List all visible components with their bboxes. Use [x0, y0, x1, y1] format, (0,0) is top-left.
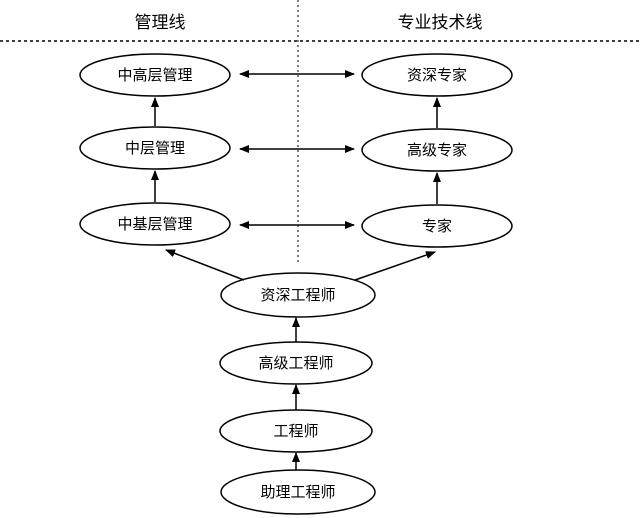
node-tech-expert: 专家: [361, 204, 513, 248]
node-eng-assistant: 助理工程师: [220, 469, 376, 515]
node-tech-senior-label: 资深专家: [407, 66, 467, 84]
node-mgmt-middle-label: 中层管理: [125, 139, 185, 157]
header-management-line: 管理线: [135, 13, 186, 33]
node-mgmt-senior-label: 中高层管理: [117, 66, 192, 84]
node-eng-high-label: 高级工程师: [258, 354, 333, 372]
header-technical-line: 专业技术线: [398, 13, 483, 33]
node-mgmt-junior: 中基层管理: [79, 202, 231, 246]
node-tech-high-label: 高级专家: [407, 141, 467, 159]
node-eng-label: 工程师: [273, 422, 318, 440]
node-mgmt-middle: 中层管理: [79, 126, 231, 170]
node-eng-high: 高级工程师: [219, 341, 373, 385]
node-mgmt-junior-label: 中基层管理: [117, 215, 192, 233]
arrow-eng-senior-to-mgmt-junior: [165, 249, 245, 281]
node-mgmt-senior: 中高层管理: [79, 53, 231, 97]
node-tech-expert-label: 专家: [422, 217, 452, 235]
node-eng: 工程师: [219, 409, 373, 453]
node-tech-high: 高级专家: [361, 128, 513, 172]
node-eng-senior-label: 资深工程师: [260, 286, 335, 304]
arrow-eng-senior-to-tech-expert: [354, 251, 436, 281]
node-tech-senior: 资深专家: [361, 53, 513, 97]
node-eng-assistant-label: 助理工程师: [260, 483, 335, 501]
